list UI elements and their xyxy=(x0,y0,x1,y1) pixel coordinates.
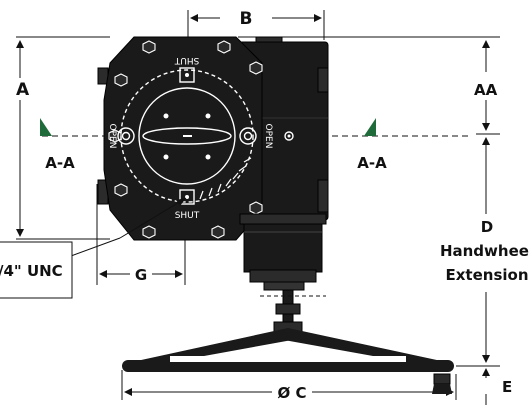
dim-label-d-extension: Extension xyxy=(446,266,529,284)
open-marker-left xyxy=(117,127,135,145)
thread-callout-box xyxy=(0,241,73,299)
open-marker-right xyxy=(239,127,257,145)
dim-label-a: A xyxy=(16,80,30,100)
handwheel-extension xyxy=(122,213,454,394)
dim-label-g: G xyxy=(135,266,147,284)
section-flag-right xyxy=(364,118,376,136)
dim-label-d-handwheel: Handwheel xyxy=(440,242,530,260)
dial-pointer xyxy=(142,127,232,145)
dim-label-e: E xyxy=(502,378,512,396)
callout-leader-1 xyxy=(119,197,187,239)
dial-label-shut-top: SHUT xyxy=(174,55,199,65)
main-housing xyxy=(103,36,263,241)
thread-callout-text: /4" UNC xyxy=(0,262,63,280)
position-dial xyxy=(138,87,236,185)
shut-marker-top xyxy=(179,67,195,83)
dim-label-aa: AA xyxy=(474,81,498,99)
section-flag-left xyxy=(40,118,52,136)
section-label-left: A-A xyxy=(45,154,75,172)
dial-label-open-right: OPEN xyxy=(263,124,273,149)
shut-marker-bottom xyxy=(179,189,195,205)
dial-label-open-left: OPEN xyxy=(107,124,117,149)
handwheel-handle xyxy=(433,373,451,385)
motor-screw xyxy=(284,131,294,141)
travel-circle xyxy=(120,69,254,203)
travel-scale xyxy=(199,157,252,200)
dim-label-c: Ø C xyxy=(278,384,307,402)
section-label-right: A-A xyxy=(357,154,387,172)
dim-label-d: D xyxy=(481,218,493,236)
dial-label-shut-bottom: SHUT xyxy=(175,211,200,221)
handwheel-rim xyxy=(122,360,454,372)
actuator-body: SHUT SHUT OPEN OPEN xyxy=(97,36,329,241)
dim-label-b: B xyxy=(240,9,253,29)
